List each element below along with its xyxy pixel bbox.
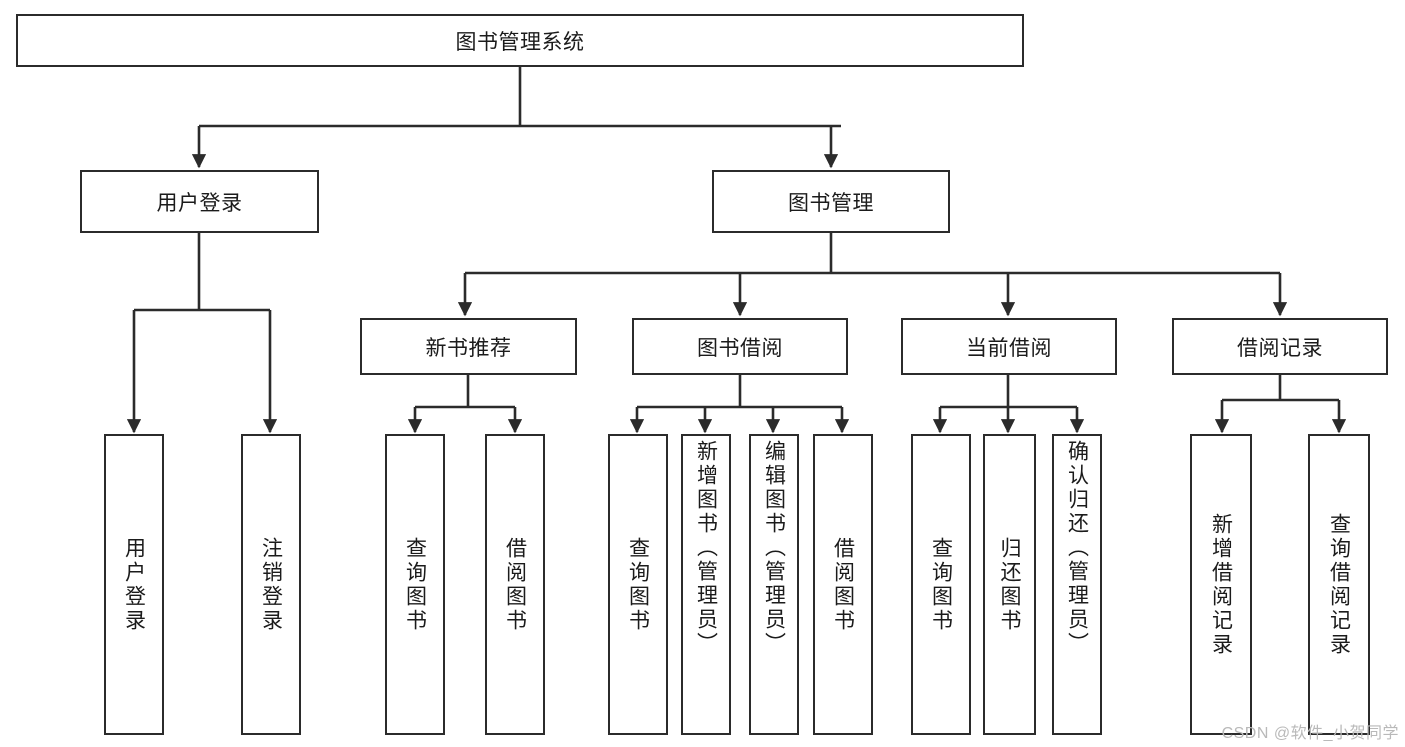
node-leaf-query-book-1[interactable]: 查询图书 bbox=[385, 434, 445, 735]
node-leaf-query-record-label: 查询借阅记录 bbox=[1327, 512, 1351, 657]
node-leaf-query-book-3[interactable]: 查询图书 bbox=[911, 434, 971, 735]
node-leaf-add-record[interactable]: 新增借阅记录 bbox=[1190, 434, 1252, 735]
node-root-label: 图书管理系统 bbox=[455, 30, 585, 54]
node-current-borrow-label: 当前借阅 bbox=[966, 336, 1052, 360]
node-leaf-query-book-2[interactable]: 查询图书 bbox=[608, 434, 668, 735]
node-leaf-query-book-1-label: 查询图书 bbox=[403, 536, 427, 633]
node-borrow-record-label: 借阅记录 bbox=[1237, 336, 1323, 360]
node-root[interactable]: 图书管理系统 bbox=[16, 14, 1024, 67]
node-borrow-record[interactable]: 借阅记录 bbox=[1172, 318, 1388, 375]
node-leaf-user-logout[interactable]: 注销登录 bbox=[241, 434, 301, 735]
node-book-manage-label: 图书管理 bbox=[788, 191, 874, 215]
node-book-manage[interactable]: 图书管理 bbox=[712, 170, 950, 233]
node-leaf-confirm-return-label: 确认归还（管理员） bbox=[1065, 440, 1089, 656]
node-leaf-confirm-return[interactable]: 确认归还（管理员） bbox=[1052, 434, 1102, 735]
node-leaf-return-book-label: 归还图书 bbox=[998, 536, 1021, 633]
node-leaf-borrow-book-1-label: 借阅图书 bbox=[503, 536, 527, 633]
node-leaf-add-book-label: 新增图书（管理员） bbox=[694, 440, 718, 656]
node-leaf-add-record-label: 新增借阅记录 bbox=[1209, 512, 1233, 657]
node-leaf-query-book-2-label: 查询图书 bbox=[626, 536, 650, 633]
node-book-borrow[interactable]: 图书借阅 bbox=[632, 318, 848, 375]
node-leaf-borrow-book-2-label: 借阅图书 bbox=[831, 536, 855, 633]
node-leaf-borrow-book-2[interactable]: 借阅图书 bbox=[813, 434, 873, 735]
node-user-login[interactable]: 用户登录 bbox=[80, 170, 319, 233]
node-user-login-label: 用户登录 bbox=[156, 191, 243, 215]
node-new-book-recommend[interactable]: 新书推荐 bbox=[360, 318, 577, 375]
node-current-borrow[interactable]: 当前借阅 bbox=[901, 318, 1117, 375]
node-book-borrow-label: 图书借阅 bbox=[697, 336, 783, 360]
node-leaf-user-login[interactable]: 用户登录 bbox=[104, 434, 164, 735]
node-leaf-query-record[interactable]: 查询借阅记录 bbox=[1308, 434, 1370, 735]
node-leaf-borrow-book-1[interactable]: 借阅图书 bbox=[485, 434, 545, 735]
node-leaf-user-login-label: 用户登录 bbox=[122, 536, 146, 633]
node-leaf-query-book-3-label: 查询图书 bbox=[929, 536, 953, 633]
watermark-text: CSDN @软件_小贺同学 bbox=[1221, 725, 1399, 742]
node-new-book-recommend-label: 新书推荐 bbox=[425, 336, 512, 360]
node-leaf-user-logout-label: 注销登录 bbox=[259, 536, 283, 633]
node-leaf-return-book[interactable]: 归还图书 bbox=[983, 434, 1036, 735]
node-leaf-edit-book-label: 编辑图书（管理员） bbox=[762, 440, 786, 656]
node-leaf-edit-book[interactable]: 编辑图书（管理员） bbox=[749, 434, 799, 735]
node-leaf-add-book[interactable]: 新增图书（管理员） bbox=[681, 434, 731, 735]
